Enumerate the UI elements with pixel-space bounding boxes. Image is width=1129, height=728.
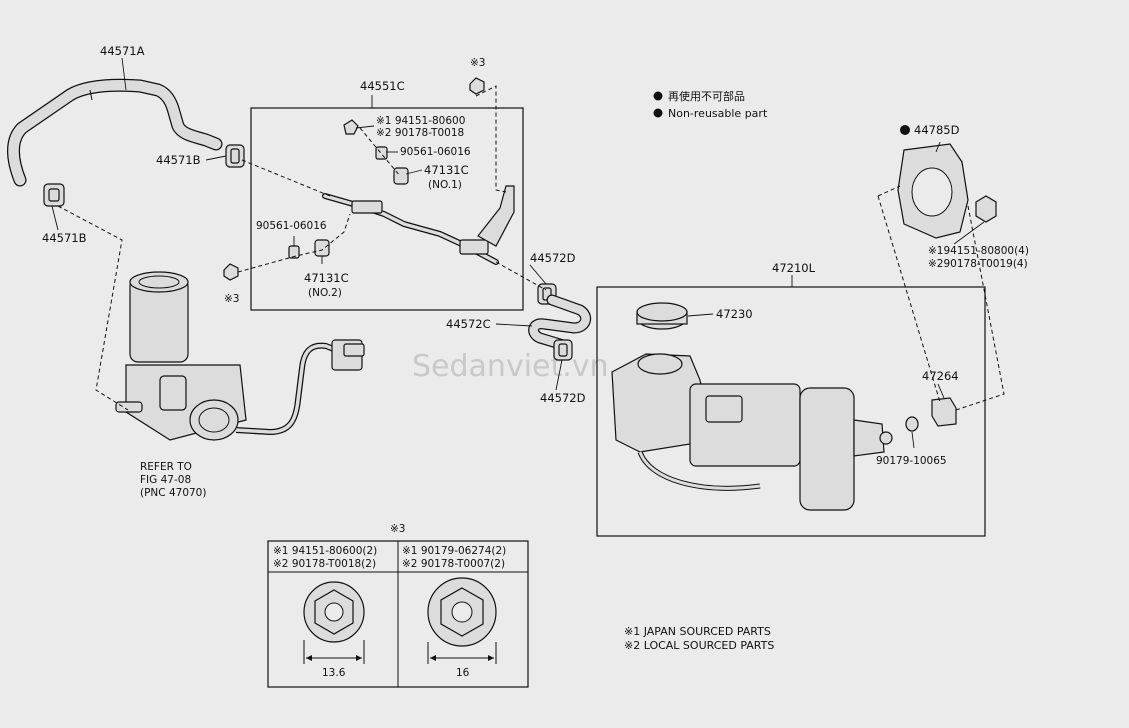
inset-nut-table: ※3 ※1 94151-80600(2) ※2 90178-T0018(2) ※…: [267, 523, 529, 688]
nut-ref3-top: [469, 77, 485, 95]
dashed-lines: [57, 85, 1005, 411]
label-44551c: 44551C: [360, 79, 405, 93]
legend-japanese: 再使用不可部品: [668, 89, 745, 103]
vacuum-pump-assembly: [115, 271, 247, 441]
legend-bullet-icon: [653, 108, 663, 118]
reservoir-cap-47230: [636, 302, 688, 330]
gasket-44785d: [897, 143, 969, 239]
nut-ref3-left: [223, 263, 239, 281]
label-44572c: 44572C: [446, 317, 491, 331]
label-44571b-top: 44571B: [156, 153, 201, 167]
brake-master-cylinder-booster: [611, 353, 893, 511]
footnote-japan-sourced: ※1 JAPAN SOURCED PARTS: [624, 625, 771, 638]
leader-lines: [51, 57, 985, 449]
label-47210l: 47210L: [772, 261, 816, 275]
label-94151-80600: ※1 94151-80600: [376, 115, 465, 127]
legend-english: Non-reusable part: [668, 107, 768, 120]
refer-line-2: FIG 47-08: [140, 474, 191, 486]
label-47131c-top: 47131C: [424, 163, 469, 177]
nut-94151-80600: [343, 119, 359, 135]
vacuum-hose-44572c: [528, 294, 592, 350]
inset-right-line2: ※2 90178-T0007(2): [402, 558, 505, 570]
footnote-local-sourced: ※2 LOCAL SOURCED PARTS: [624, 639, 774, 652]
inset-title: ※3: [390, 523, 405, 535]
refer-line-1: REFER TO: [140, 461, 192, 473]
vacuum-hose-44571a: [7, 78, 223, 187]
group-box-47210l: [596, 286, 986, 537]
vacuum-pipe-44551c: [322, 185, 515, 265]
label-90561-06016-left: 90561-06016: [256, 220, 327, 232]
inset-left-line2: ※2 90178-T0018(2): [273, 558, 376, 570]
inset-left-dimension: 13.6: [322, 667, 346, 679]
wire-harness: [235, 339, 365, 436]
nut-94151-80800: [975, 195, 997, 223]
label-47131c-bottom-sub: (NO.2): [308, 287, 342, 299]
label-44572d-top: 44572D: [530, 251, 576, 265]
washer-90179-10065: [905, 416, 919, 432]
inset-left-line1: ※1 94151-80600(2): [273, 545, 377, 557]
label-44572d-bottom: 44572D: [540, 391, 586, 405]
label-90179-10065: 90179-10065: [876, 455, 947, 467]
hose-clip-44571b-top: [225, 144, 245, 168]
label-90178-t0019: ※290178-T0019(4): [928, 258, 1028, 270]
non-reusable-bullet-icon: [900, 125, 910, 135]
label-94151-80800: ※194151-80800(4): [928, 245, 1029, 257]
label-ref3-top: ※3: [470, 57, 485, 69]
label-90561-06016-right: 90561-06016: [400, 146, 471, 158]
label-44571a: 44571A: [100, 44, 145, 58]
label-47264: 47264: [922, 369, 959, 383]
label-ref3-left: ※3: [224, 293, 239, 305]
watermark: Sedanviet.vn: [412, 349, 609, 384]
label-90178-t0018: ※2 90178-T0018: [376, 127, 464, 139]
legend-bullet-icon: [653, 91, 663, 101]
hose-clip-44572d-bottom: [553, 339, 573, 361]
refer-line-3: (PNC 47070): [140, 487, 206, 499]
label-47230: 47230: [716, 307, 753, 321]
label-47131c-top-sub: (NO.1): [428, 179, 462, 191]
hose-clip-44571b-left: [43, 183, 65, 207]
inset-right-line1: ※1 90179-06274(2): [402, 545, 506, 557]
label-47131c-bottom: 47131C: [304, 271, 349, 285]
clamp-47131c-no2: [314, 239, 330, 257]
label-44785d: 44785D: [914, 123, 960, 137]
group-box-44551c: [250, 107, 524, 311]
clip-90561-06016-right: [375, 146, 388, 160]
clamp-47131c-no1: [393, 167, 409, 185]
bracket-47264: [931, 397, 957, 427]
label-44571b-left: 44571B: [42, 231, 87, 245]
inset-right-dimension: 16: [456, 667, 470, 679]
